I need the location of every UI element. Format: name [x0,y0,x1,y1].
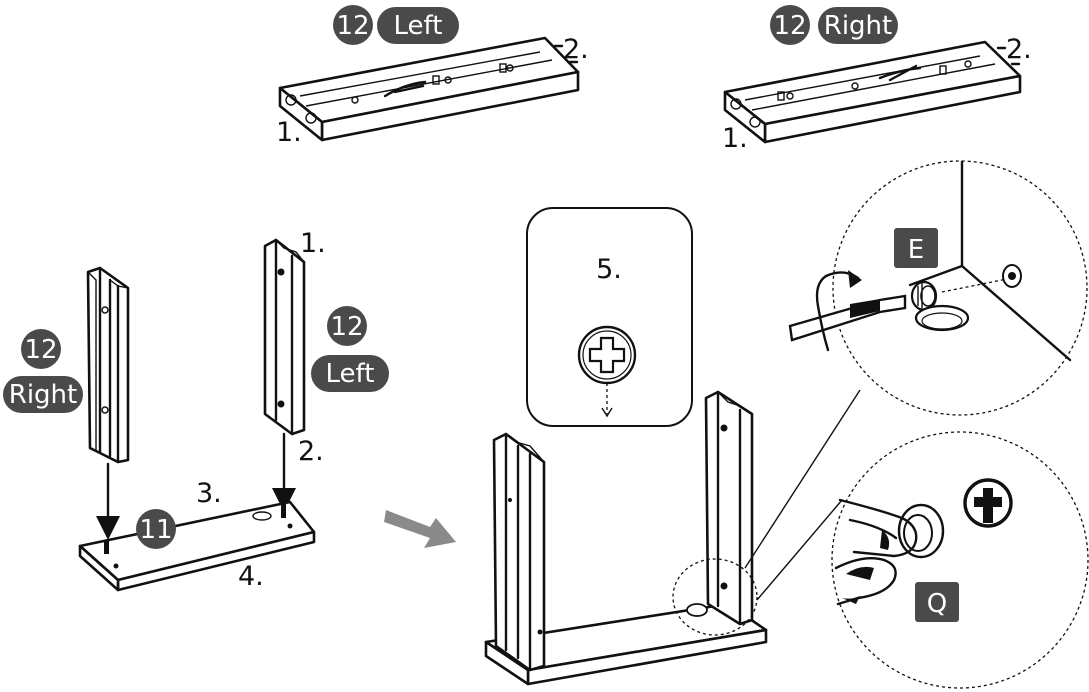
cam-lock-screwdriver-icon [788,264,1022,352]
left-post [86,266,130,464]
base-board-part-number: 11 [139,515,172,545]
base-board-step-4: 4. [238,561,264,592]
finger-press-icon [834,498,945,606]
right-post-step-1: 1. [300,228,326,259]
direction-arrow-icon [384,510,456,548]
cam-cap-icon [963,478,1013,528]
left-post-side-label: Right [9,380,77,410]
top-right-panel [723,40,1022,144]
right-post-part-badge: 12 Left [311,306,389,392]
detail-q-circle: Q [831,431,1089,689]
base-board-step-3: 3. [196,478,222,509]
detail-marker-circle [672,558,758,636]
top-right-step-1: 1. [722,123,748,154]
left-post-part-badge: 12 Right [3,329,83,413]
top-left-step-2: 2. [563,34,589,65]
screw-callout-step: 5. [596,254,622,285]
right-post-step-2: 2. [298,436,324,467]
detail-e-circle: E [788,160,1088,416]
top-right-step-2: 2. [1006,34,1032,65]
right-post-side-label: Left [326,359,375,389]
top-right-part-number: 12 [773,11,806,41]
detail-q-letter: Q [927,589,947,619]
top-left-panel [278,36,580,142]
detail-e-letter: E [908,235,924,265]
right-post [263,238,306,436]
base-board [78,500,316,592]
left-post-part-number: 12 [24,335,57,365]
detail-leader-line-e [744,389,861,569]
top-left-side-label: Left [394,11,443,41]
top-left-part-badge: 12 Left [333,5,459,45]
detail-leader-line-q [756,499,843,601]
base-board-part-badge: 11 [136,509,176,549]
top-left-step-1: 1. [276,117,302,148]
screw-callout-box: 5. [526,207,693,427]
phillips-screw-icon [577,325,637,418]
assembled-frame [484,390,768,686]
top-right-part-badge: 12 Right [770,5,898,45]
right-post-part-number: 12 [330,312,363,342]
top-right-side-label: Right [824,11,892,41]
top-left-part-number: 12 [336,11,369,41]
